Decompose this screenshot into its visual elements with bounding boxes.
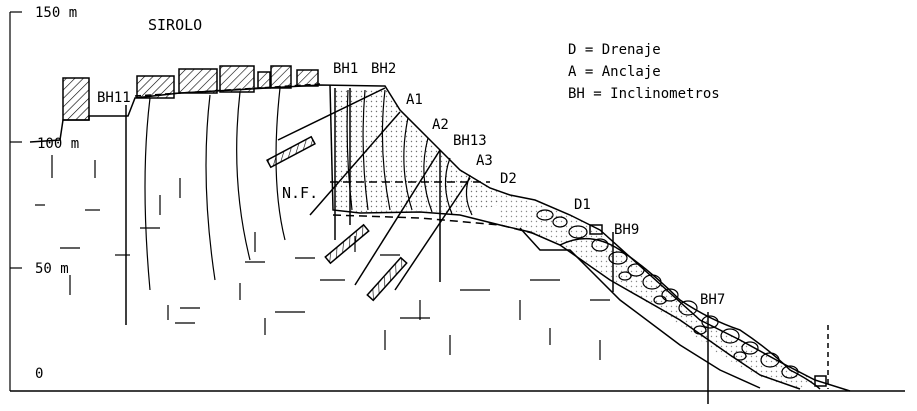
- label-bh7: BH7: [700, 292, 725, 308]
- label-bh13: BH13: [453, 133, 487, 149]
- label-bh2: BH2: [371, 61, 396, 77]
- label-a2: A2: [432, 117, 449, 133]
- elevation-label-50: 50 m: [35, 261, 69, 277]
- label-bh1: BH1: [333, 61, 358, 77]
- rock-joints: [35, 87, 610, 360]
- legend: D = Drenaje A = Anclaje BH = Inclinometr…: [568, 42, 720, 102]
- boreholes: [125, 88, 829, 404]
- water-table-label: N.F.: [282, 184, 318, 202]
- buildings: [62, 65, 319, 121]
- point-labels: BH11 BH1 BH2 A1 A2 BH13 A3 D2 D1 BH9 BH7: [97, 61, 725, 308]
- water-table: [330, 181, 541, 236]
- label-d1: D1: [574, 197, 591, 213]
- town-label: SIROLO: [148, 16, 202, 34]
- label-bh9: BH9: [614, 222, 639, 238]
- label-a1: A1: [406, 92, 423, 108]
- anchors: [266, 87, 471, 302]
- label-a3: A3: [476, 153, 493, 169]
- label-d2: D2: [500, 171, 517, 187]
- legend-inclinometros: BH = Inclinometros: [568, 86, 720, 102]
- elevation-label-150: 150 m: [35, 5, 77, 21]
- label-bh11: BH11: [97, 90, 131, 106]
- elevation-axis: 150 m 100 m 50 m 0: [9, 5, 79, 391]
- legend-drenaje: D = Drenaje: [568, 42, 661, 58]
- elevation-label-100: 100 m: [37, 136, 79, 152]
- elevation-label-0: 0: [35, 366, 43, 382]
- legend-anclaje: A = Anclaje: [568, 64, 661, 80]
- debris-blocks: [536, 209, 799, 379]
